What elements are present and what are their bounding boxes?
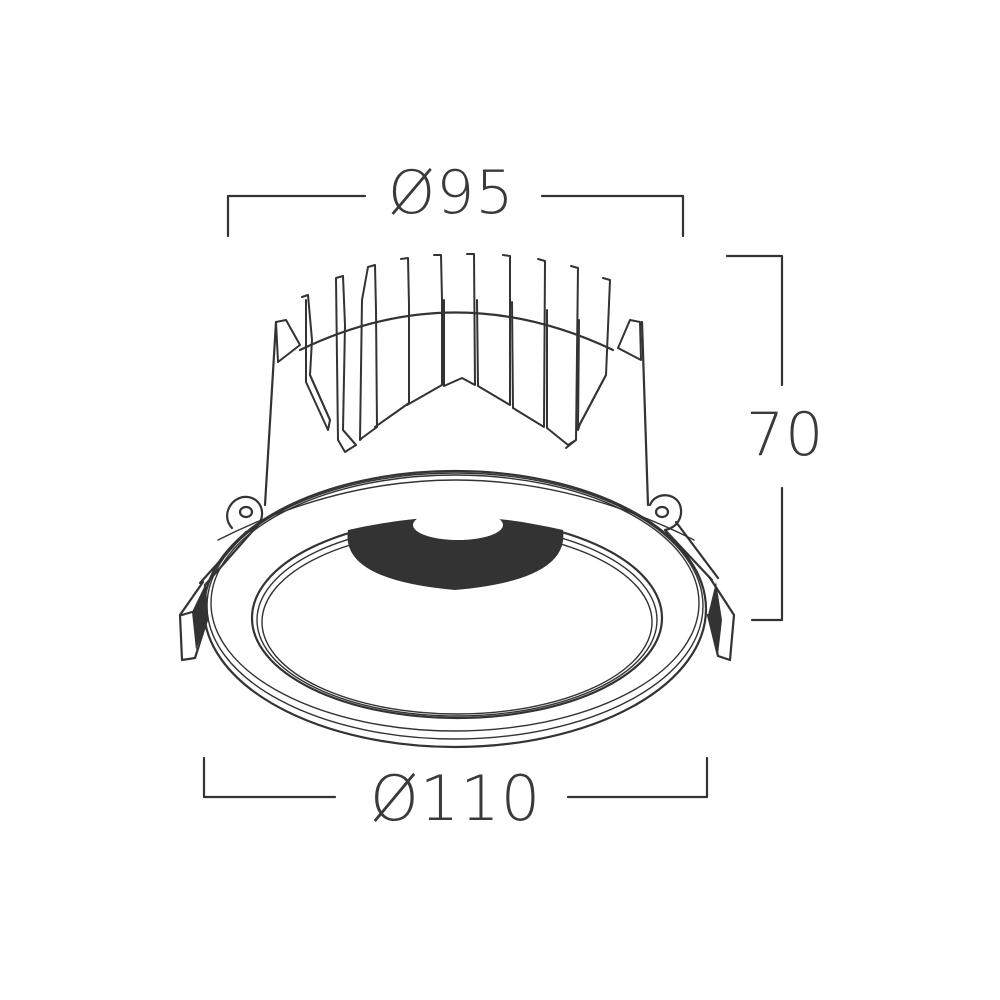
left-mounting-ear	[226, 495, 264, 530]
height-label: 70	[746, 400, 825, 470]
dimension-line-top	[226, 194, 685, 238]
right-spring-clip	[663, 520, 736, 662]
top-diameter-label: Ø95	[388, 158, 515, 228]
heatsink-fins	[275, 253, 642, 453]
dimension-line-height	[725, 254, 784, 622]
trim-ring	[202, 469, 708, 749]
right-mounting-ear	[648, 494, 683, 532]
bottom-diameter-label: Ø110	[370, 762, 542, 835]
left-spring-clip	[178, 523, 260, 662]
heatsink-body	[263, 311, 650, 507]
reflector-cavity	[347, 510, 564, 590]
clip-shading	[192, 582, 722, 655]
dimension-line-bottom	[202, 756, 709, 799]
